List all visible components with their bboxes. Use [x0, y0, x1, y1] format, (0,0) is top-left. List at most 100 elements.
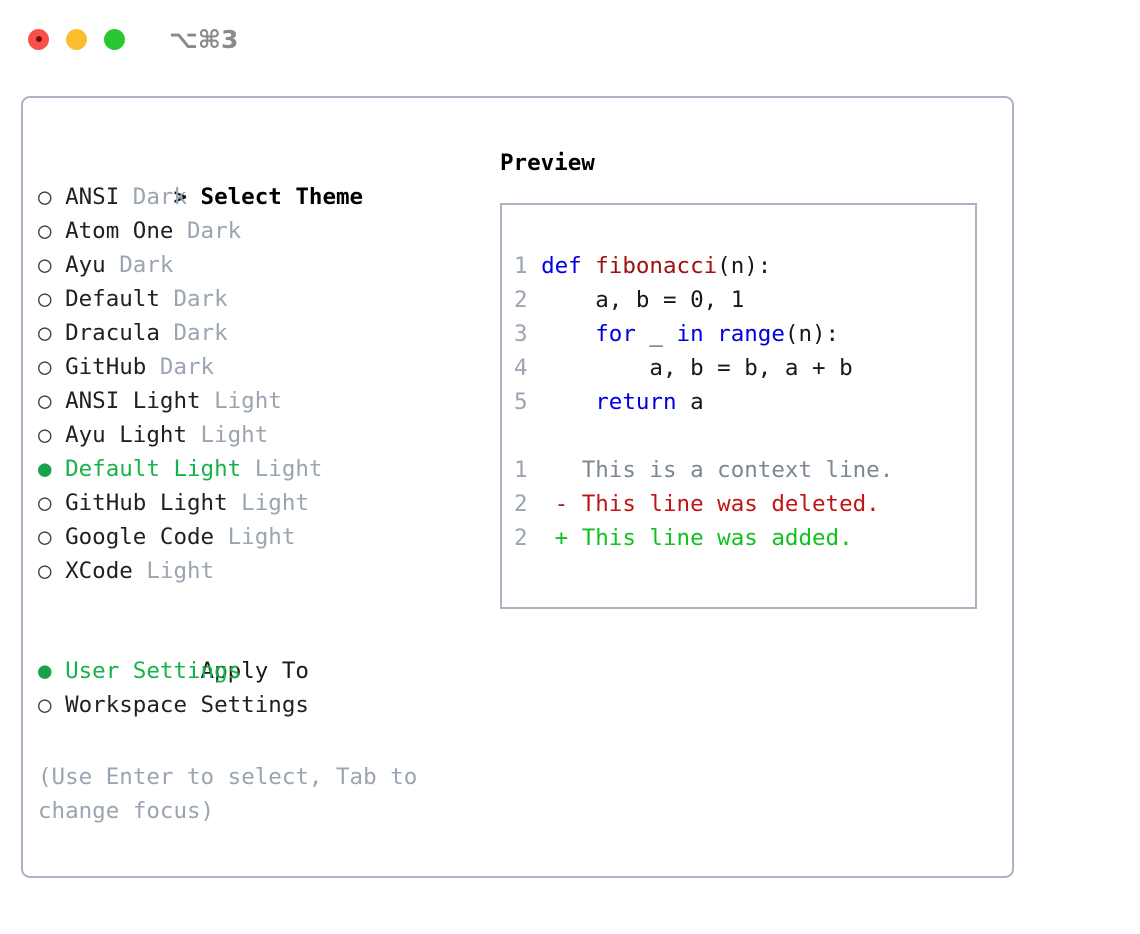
focus-indicator: >: [173, 184, 201, 210]
theme-category-tag: Dark: [119, 184, 187, 210]
help-text: (Use Enter to select, Tab to change focu…: [38, 764, 431, 824]
radio-unselected-icon[interactable]: ○: [38, 218, 66, 244]
theme-name-label: GitHub Light: [65, 490, 228, 516]
apply-to-item[interactable]: ● User Settings: [38, 654, 468, 688]
theme-selection-column: > Select Theme ○ ANSI Dark○ Atom One Dar…: [38, 146, 468, 588]
theme-list-item[interactable]: ○ Default Dark: [38, 282, 468, 316]
theme-list-item[interactable]: ○ ANSI Light Light: [38, 384, 468, 418]
theme-category-tag: Light: [227, 490, 309, 516]
theme-name-label: Atom One: [65, 218, 174, 244]
apply-to-list: ● User Settings○ Workspace Settings: [38, 654, 468, 722]
theme-section-title: Select Theme: [200, 184, 364, 210]
theme-category-tag: Dark: [159, 320, 228, 346]
radio-unselected-icon[interactable]: ○: [38, 558, 66, 584]
apply-to-label: User Settings: [65, 658, 242, 684]
theme-category-tag: Dark: [159, 286, 228, 312]
theme-category-tag: Light: [187, 422, 269, 448]
theme-list: ○ ANSI Dark○ Atom One Dark○ Ayu Dark○ De…: [38, 180, 468, 588]
theme-name-label: Default Light: [65, 456, 242, 482]
theme-list-item[interactable]: ○ Atom One Dark: [38, 214, 468, 248]
theme-name-label: Default: [65, 286, 160, 312]
diff-text: This is a context line.: [581, 457, 894, 483]
code-token: for: [595, 321, 636, 347]
theme-category-tag: Light: [214, 524, 296, 550]
theme-category-tag: Dark: [105, 252, 174, 278]
window-controls: [28, 28, 125, 50]
apply-to-item[interactable]: ○ Workspace Settings: [38, 688, 468, 722]
theme-category-tag: Light: [241, 456, 323, 482]
theme-name-label: Ayu Light: [65, 422, 187, 448]
theme-category-tag: Light: [200, 388, 282, 414]
theme-list-item[interactable]: ○ Google Code Light: [38, 520, 468, 554]
line-number: 5: [514, 389, 528, 415]
theme-list-item[interactable]: ○ GitHub Light Light: [38, 486, 468, 520]
code-token: [582, 253, 596, 279]
title-bar: ⌥⌘3: [0, 0, 1140, 78]
code-token: _: [635, 321, 677, 347]
code-token: a, b = 0, 1: [541, 287, 745, 313]
diff-marker: [541, 457, 582, 483]
theme-category-tag: Dark: [173, 218, 242, 244]
radio-unselected-icon[interactable]: ○: [38, 388, 66, 414]
diff-line: 2 - This line was deleted.: [514, 487, 893, 521]
close-button-icon[interactable]: [28, 28, 49, 50]
radio-unselected-icon[interactable]: ○: [38, 692, 66, 718]
radio-selected-icon[interactable]: ●: [38, 456, 66, 482]
code-token: fibonacci: [595, 253, 718, 279]
theme-name-label: Google Code: [65, 524, 215, 550]
theme-list-item[interactable]: ● Default Light Light: [38, 452, 468, 486]
theme-list-item[interactable]: ○ Ayu Light Light: [38, 418, 468, 452]
code-token: range: [717, 321, 785, 347]
theme-list-item[interactable]: ○ GitHub Dark: [38, 350, 468, 384]
code-token: [541, 389, 595, 415]
diff-line: 2 + This line was added.: [514, 521, 893, 555]
keyboard-shortcut-label: ⌥⌘3: [169, 24, 239, 54]
radio-unselected-icon[interactable]: ○: [38, 184, 66, 210]
preview-title: Preview: [500, 150, 595, 176]
code-line: 3 for _ in range(n):: [514, 317, 893, 351]
theme-name-label: ANSI Light: [65, 388, 201, 414]
theme-name-label: Ayu: [65, 252, 106, 278]
diff-line: 1 This is a context line.: [514, 453, 893, 487]
apply-to-column: Apply To ● User Settings○ Workspace Sett…: [38, 620, 468, 722]
theme-name-label: ANSI: [65, 184, 120, 210]
zoom-button-icon[interactable]: [104, 28, 125, 50]
radio-unselected-icon[interactable]: ○: [38, 490, 66, 516]
line-number: 4: [514, 355, 528, 381]
diff-text: This line was added.: [581, 525, 853, 551]
theme-name-label: Dracula: [65, 320, 160, 346]
code-line: 2 a, b = 0, 1: [514, 283, 893, 317]
theme-name-label: GitHub: [65, 354, 147, 380]
theme-list-item[interactable]: ○ Ayu Dark: [38, 248, 468, 282]
apply-section-title: Apply To: [200, 658, 309, 684]
radio-selected-icon[interactable]: ●: [38, 658, 66, 684]
theme-list-item[interactable]: ○ XCode Light: [38, 554, 468, 588]
theme-list-item[interactable]: ○ ANSI Dark: [38, 180, 468, 214]
code-token: a: [676, 389, 704, 415]
line-number: 1: [514, 253, 528, 279]
radio-unselected-icon[interactable]: ○: [38, 422, 66, 448]
diff-text: This line was deleted.: [581, 491, 880, 517]
radio-unselected-icon[interactable]: ○: [38, 524, 66, 550]
radio-unselected-icon[interactable]: ○: [38, 320, 66, 346]
code-token: def: [541, 253, 582, 279]
apply-section-header: Apply To: [38, 620, 468, 684]
line-number: 2: [514, 525, 528, 551]
main-panel: > Select Theme ○ ANSI Dark○ Atom One Dar…: [21, 96, 1014, 878]
code-token: (n):: [717, 253, 772, 279]
radio-unselected-icon[interactable]: ○: [38, 252, 66, 278]
code-line: 1 def fibonacci(n):: [514, 249, 893, 283]
minimize-button-icon[interactable]: [66, 28, 87, 50]
code-blank-line: [514, 419, 893, 453]
radio-unselected-icon[interactable]: ○: [38, 286, 66, 312]
diff-marker: -: [541, 491, 582, 517]
line-number: 2: [514, 491, 528, 517]
radio-unselected-icon[interactable]: ○: [38, 354, 66, 380]
line-number: 1: [514, 457, 528, 483]
theme-category-tag: Dark: [146, 354, 215, 380]
theme-list-item[interactable]: ○ Dracula Dark: [38, 316, 468, 350]
code-token: [704, 321, 718, 347]
code-token: (n):: [784, 321, 840, 347]
